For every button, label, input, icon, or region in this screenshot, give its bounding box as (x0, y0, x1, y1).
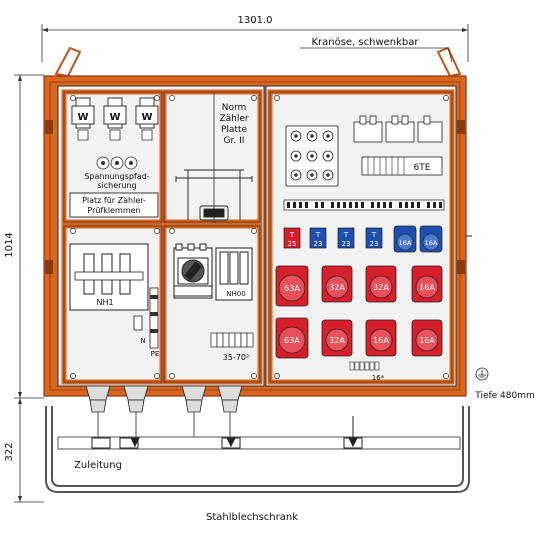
terminal-space-label: Platz für Zähler- (82, 196, 146, 205)
socket-rating: 16A (419, 283, 435, 292)
breaker-bottom-label: 23 (370, 240, 379, 248)
nh00-switch (215, 247, 253, 301)
socket-rating: 16A (399, 239, 412, 247)
n-pe-terminal (133, 287, 159, 349)
socket-16a-blue: 16A (393, 225, 417, 253)
crane-lug-right (436, 46, 462, 78)
meter-board-label: Norm (222, 103, 247, 113)
cabinet-label: Stahlblechschrank (206, 512, 298, 523)
bottom-terminal-label: 16* (372, 374, 385, 382)
socket-rating: 32A (373, 283, 389, 292)
socket-16a-blue: 16A (419, 225, 443, 253)
cee-socket-32a: 32A (321, 319, 353, 357)
terminal-block (210, 332, 254, 348)
din-rail (283, 199, 445, 211)
socket-rating: 16A (373, 336, 389, 345)
breaker-top-label: T (371, 231, 377, 239)
fuse-letter: W (141, 112, 152, 123)
dimension-width: 1301.0 (41, 15, 469, 62)
width-label: 1301.0 (238, 15, 273, 26)
fuse-letter: W (77, 112, 88, 123)
socket-rating: 32A (329, 336, 345, 345)
cee-socket-63a: 63A (275, 317, 309, 359)
terminal-space-box (69, 192, 159, 218)
feed-label: Zuleitung (74, 460, 122, 471)
meter-board-label: Gr. II (224, 136, 245, 146)
meter-board-label: Zähler (219, 114, 248, 124)
voltage-fuse-label: Spannungspfad- (84, 172, 149, 181)
socket-fuse-block (285, 125, 339, 187)
cee-socket-63a: 63A (275, 265, 309, 307)
breaker-t23: T 23 (365, 227, 383, 249)
meter-board-label: Platte (221, 125, 248, 135)
socket-rating: 63A (284, 336, 300, 345)
terminal-space-label: Prüfklemmen (87, 206, 140, 215)
dimension-base: 322 (4, 398, 44, 503)
meter-mount (175, 169, 253, 223)
hinge (457, 260, 465, 274)
main-switch-label: NH1 (96, 298, 113, 307)
socket-rating: 32A (329, 283, 345, 292)
depth-label: Tiefe 480mm (474, 391, 535, 401)
breaker-bottom-label: 23 (342, 240, 351, 248)
cee-socket-32a: 32A (321, 265, 353, 303)
pe-label: PE (151, 350, 160, 358)
main-switch-nh1 (69, 243, 149, 311)
breaker-bottom-label: 25 (288, 240, 297, 248)
hinge (457, 120, 465, 134)
socket-rating: 16A (419, 336, 435, 345)
cable-glands (85, 385, 243, 413)
rotary-switch (173, 243, 213, 299)
stand-frame (45, 406, 470, 493)
socket-rating: 63A (284, 284, 300, 293)
mcb-row: 6TE (361, 156, 443, 176)
breaker-top-label: T (289, 231, 295, 239)
breaker-t23: T 23 (337, 227, 355, 249)
voltage-fuse-label: sicherung (97, 181, 136, 190)
breaker-top-label: T (315, 231, 321, 239)
nh00-label: NH00 (226, 290, 245, 298)
terminal-size-label: 35-70² (223, 353, 249, 362)
n-label: N (140, 337, 145, 345)
voltage-fuses: W W W (71, 97, 159, 170)
bottom-terminals (349, 361, 380, 371)
cee-socket-32a: 32A (365, 265, 397, 303)
fuse-letter: W (109, 112, 120, 123)
cee-socket-16a: 16A (365, 319, 397, 357)
height-label: 1014 (4, 232, 15, 257)
socket-rating: 16A (425, 239, 438, 247)
dimension-height: 1014 (4, 74, 44, 399)
earth-icon (475, 367, 489, 381)
feed-clamps (91, 416, 363, 449)
cee-socket-16a: 16A (411, 265, 443, 303)
breaker-bottom-label: 23 (314, 240, 323, 248)
base-height-label: 322 (4, 442, 15, 461)
hinge (45, 260, 53, 274)
cee-socket-16a: 16A (411, 319, 443, 357)
crane-lug-label: Kranöse, schwenkbar (311, 37, 419, 48)
breaker-top-label: T (343, 231, 349, 239)
hinge (45, 120, 53, 134)
row-label: 6TE (414, 163, 431, 173)
crane-lug-left (54, 46, 82, 78)
breaker-t23: T 23 (309, 227, 327, 249)
rcd-row (353, 115, 443, 143)
breaker-t25: T 25 (283, 227, 301, 249)
